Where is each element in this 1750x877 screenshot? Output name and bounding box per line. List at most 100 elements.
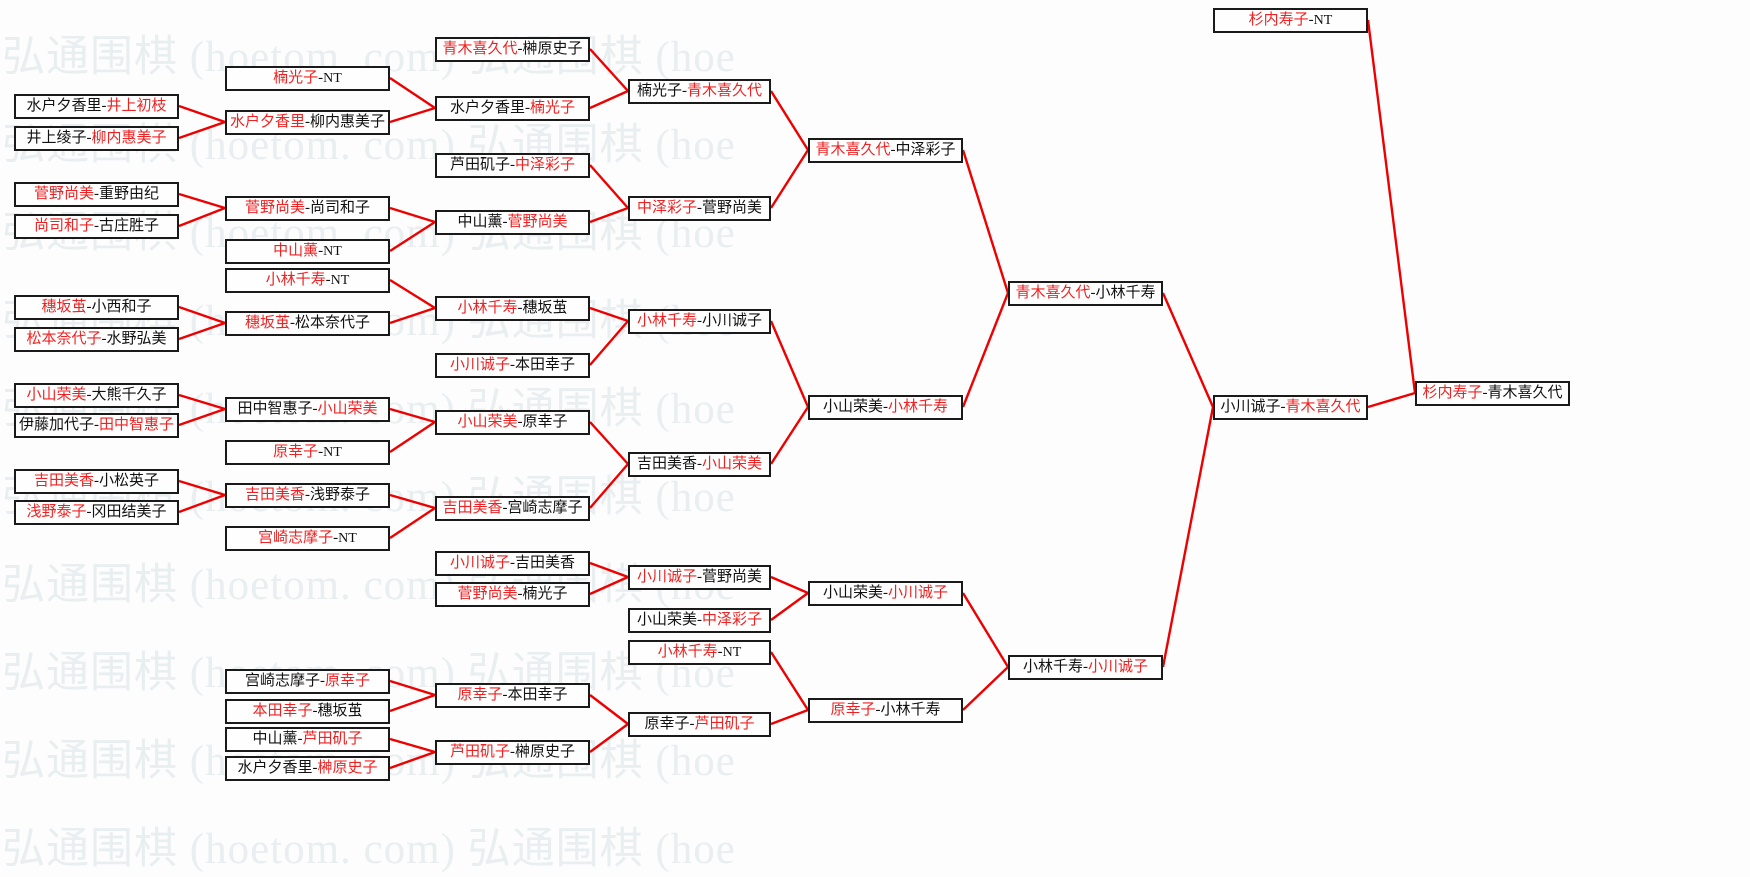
name-separator: - <box>86 504 92 520</box>
player-name: NT <box>330 272 350 288</box>
connector-r7-01-to-final <box>1366 19 1417 394</box>
name-separator: - <box>94 473 99 489</box>
player-name: 小山荣美 <box>822 585 883 601</box>
match-box[interactable]: 穗坂茧-小西和子 <box>14 295 179 320</box>
player-name: 本田幸子 <box>252 703 313 719</box>
connector-r3-06-to-r4-03 <box>589 320 629 366</box>
match-box[interactable]: 小山荣美-大熊千久子 <box>14 383 179 408</box>
name-separator: - <box>325 272 331 288</box>
match-box[interactable]: 青木喜久代-中泽彩子 <box>808 138 963 163</box>
match-box[interactable]: 本田幸子-穗坂茧 <box>225 699 390 724</box>
match-box[interactable]: 小林千寿-NT <box>225 268 390 293</box>
match-box[interactable]: 青木喜久代-小林千寿 <box>1008 281 1163 306</box>
match-box[interactable]: 菅野尚美-重野由纪 <box>14 182 179 207</box>
match-box[interactable]: 宫崎志摩子-原幸子 <box>225 669 390 694</box>
match-box[interactable]: 小山荣美-原幸子 <box>435 410 590 435</box>
match-box[interactable]: 楠光子-NT <box>225 66 390 91</box>
name-separator: - <box>305 114 310 130</box>
match-box[interactable]: 菅野尚美-楠光子 <box>435 582 590 607</box>
match-box[interactable]: 杉内寿子-NT <box>1213 8 1368 33</box>
connector-r1-06-to-r2-06 <box>178 321 226 341</box>
name-separator: - <box>318 444 324 460</box>
connector-r3-02-to-r4-01 <box>589 89 629 110</box>
player-name: 水户夕香里 <box>449 100 525 116</box>
player-name: 小松英子 <box>99 473 160 489</box>
connector-r1-05-to-r2-06 <box>178 305 226 325</box>
match-box[interactable]: 松本奈代子-水野弘美 <box>14 327 179 352</box>
name-separator: - <box>1083 659 1088 675</box>
player-name: 重野由纪 <box>99 186 160 202</box>
match-box[interactable]: 小林千寿-穗坂茧 <box>435 296 590 321</box>
match-box[interactable]: 中山薰-菅野尚美 <box>435 210 590 235</box>
match-box[interactable]: 原幸子-芦田矶子 <box>628 712 771 737</box>
match-box[interactable]: 中山薰-芦田矶子 <box>225 727 390 752</box>
name-separator: - <box>101 331 107 347</box>
player-name: 芦田矶子 <box>302 731 363 747</box>
match-box[interactable]: 芦田矶子-榊原史子 <box>435 740 590 765</box>
match-box[interactable]: 小林千寿-小川诚子 <box>1008 655 1163 680</box>
match-box[interactable]: 楠光子-青木喜久代 <box>628 79 771 104</box>
connector-r4-01-to-r5-01 <box>769 90 810 151</box>
match-box[interactable]: 芦田矶子-中泽彩子 <box>435 153 590 178</box>
player-name: 小山荣美 <box>636 612 697 628</box>
match-box[interactable]: 吉田美香-小山荣美 <box>628 452 771 477</box>
match-box[interactable]: 菅野尚美-尚司和子 <box>225 196 390 221</box>
match-box[interactable]: 中泽彩子-菅野尚美 <box>628 196 771 221</box>
match-box[interactable]: 小川诚子-青木喜久代 <box>1213 395 1368 420</box>
player-name: 伊藤加代子 <box>18 417 94 433</box>
player-name: 芦田矶子 <box>694 716 755 732</box>
player-name: 吉田美香 <box>442 500 503 516</box>
connector-r3-12-to-r4-08 <box>589 723 629 753</box>
match-box[interactable]: 小山荣美-小林千寿 <box>808 395 963 420</box>
player-name: 芦田矶子 <box>449 157 510 173</box>
name-separator: - <box>875 702 881 718</box>
match-box[interactable]: 浅野泰子-冈田结美子 <box>14 500 179 525</box>
match-box[interactable]: 青木喜久代-榊原史子 <box>435 37 590 62</box>
match-box[interactable]: 小林千寿-小川诚子 <box>628 309 771 334</box>
match-box[interactable]: 中山薰-NT <box>225 239 390 264</box>
match-box[interactable]: 吉田美香-浅野泰子 <box>225 483 390 508</box>
match-box[interactable]: 穗坂茧-松本奈代子 <box>225 311 390 336</box>
player-name: 原幸子 <box>644 716 690 732</box>
name-separator: - <box>697 456 702 472</box>
match-box[interactable]: 杉内寿子-青木喜久代 <box>1415 381 1570 406</box>
match-box[interactable]: 小川诚子-吉田美香 <box>435 551 590 576</box>
match-box[interactable]: 水户夕香里-井上初枝 <box>14 94 179 119</box>
match-box[interactable]: 原幸子-NT <box>225 440 390 465</box>
name-separator: - <box>94 218 99 234</box>
player-name: 小林千寿 <box>888 399 949 415</box>
name-separator: - <box>94 417 99 433</box>
match-box[interactable]: 小山荣美-中泽彩子 <box>628 608 771 633</box>
player-name: 水户夕香里 <box>237 760 313 776</box>
match-box[interactable]: 尚司和子-古庄胜子 <box>14 214 179 239</box>
match-box[interactable]: 吉田美香-小松英子 <box>14 469 179 494</box>
match-box[interactable]: 原幸子-小林千寿 <box>808 698 963 723</box>
player-name: 尚司和子 <box>310 200 371 216</box>
connector-r4-04-to-r5-02 <box>769 406 810 465</box>
match-box[interactable]: 宫崎志摩子-NT <box>225 526 390 551</box>
match-box[interactable]: 小山荣美-小川诚子 <box>808 581 963 606</box>
name-separator: - <box>312 401 318 417</box>
match-box[interactable]: 小川诚子-本田幸子 <box>435 353 590 378</box>
player-name: 小林千寿 <box>636 313 697 329</box>
connector-r2-09-to-r3-08 <box>389 493 436 510</box>
match-box[interactable]: 小川诚子-菅野尚美 <box>628 565 771 590</box>
match-box[interactable]: 田中智惠子-小山荣美 <box>225 397 390 422</box>
name-separator: - <box>502 687 508 703</box>
player-name: NT <box>722 644 742 660</box>
player-name: 小林千寿 <box>265 272 326 288</box>
player-name: 小川诚子 <box>449 555 510 571</box>
match-box[interactable]: 伊藤加代子-田中智惠子 <box>14 413 179 438</box>
match-box[interactable]: 井上绫子-柳内惠美子 <box>14 126 179 151</box>
name-separator: - <box>510 744 515 760</box>
player-name: 松本奈代子 <box>26 331 102 347</box>
match-box[interactable]: 原幸子-本田幸子 <box>435 683 590 708</box>
match-box[interactable]: 小林千寿-NT <box>628 640 771 665</box>
match-box[interactable]: 水户夕香里-榊原史子 <box>225 756 390 781</box>
match-box[interactable]: 水户夕香里-柳内惠美子 <box>225 110 390 135</box>
connector-r1-03-to-r2-03 <box>178 192 226 210</box>
player-name: 小川诚子 <box>636 569 697 585</box>
match-box[interactable]: 吉田美香-宫崎志摩子 <box>435 496 590 521</box>
match-box[interactable]: 水户夕香里-楠光子 <box>435 96 590 121</box>
player-name: 浅野泰子 <box>310 487 371 503</box>
